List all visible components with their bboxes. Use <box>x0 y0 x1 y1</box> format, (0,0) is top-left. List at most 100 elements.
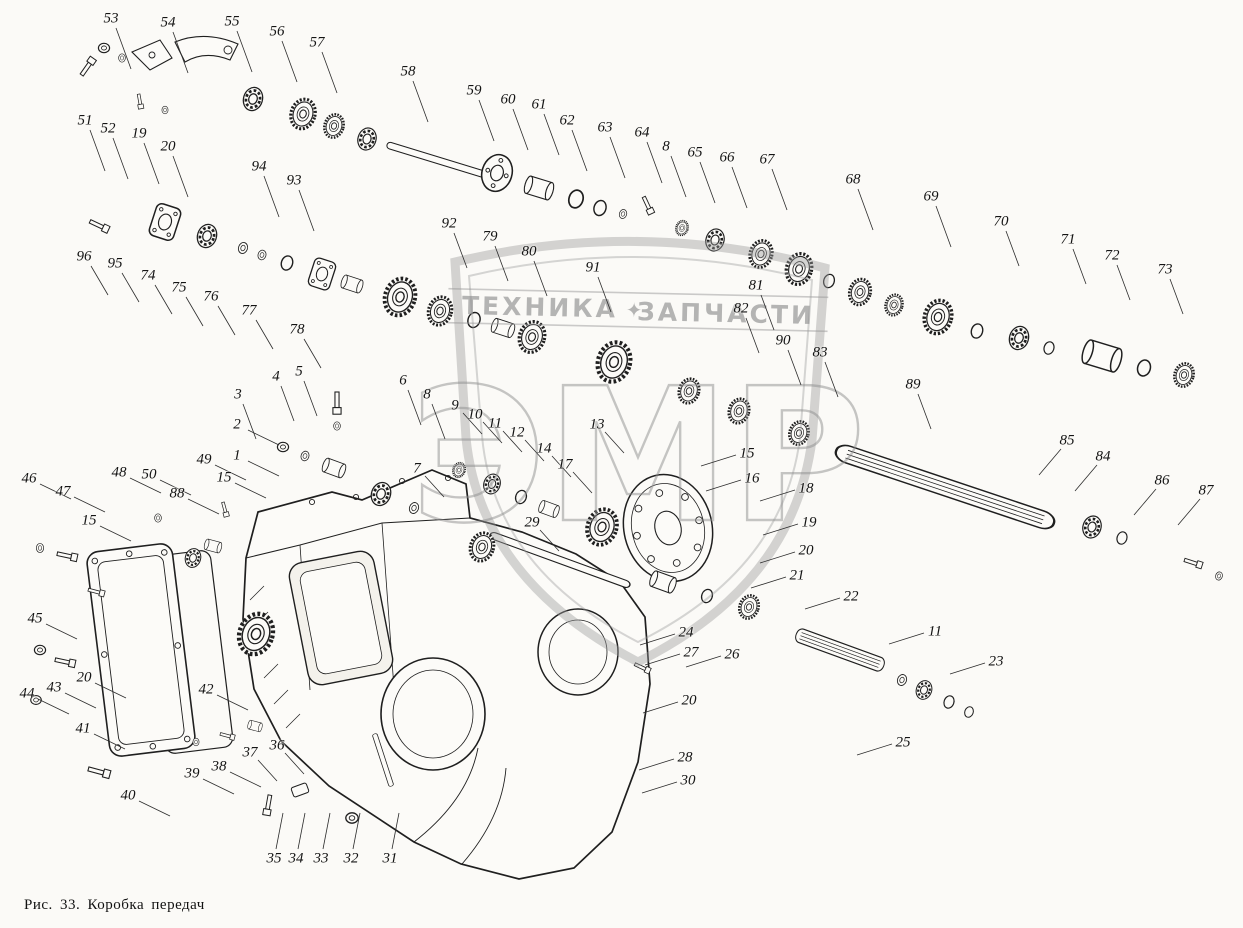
part-number-label: 4 <box>272 368 280 385</box>
part-number-label: 15 <box>739 445 755 462</box>
part-number-label: 92 <box>441 215 457 232</box>
part-number-label: 88 <box>169 485 185 502</box>
part-number-label: 51 <box>77 112 93 129</box>
part-number-label: 89 <box>905 376 921 393</box>
part-number-label: 56 <box>269 23 285 40</box>
part-number-label: 77 <box>241 302 257 319</box>
loose-hardware <box>30 501 359 824</box>
figure-caption: Рис. 33. Коробка передач <box>24 897 205 913</box>
part-number-label: 41 <box>75 720 91 737</box>
leader-line <box>352 812 361 850</box>
leader-line <box>297 812 306 850</box>
part-number-label: 5 <box>295 363 303 380</box>
part-number-label: 8 <box>423 386 431 403</box>
leader-line <box>89 129 106 172</box>
part-number-label: 11 <box>488 415 502 432</box>
part-number-label: 59 <box>466 82 482 99</box>
part-number-label: 20 <box>798 542 814 559</box>
part-number-label: 60 <box>500 91 516 108</box>
leader-line <box>185 296 204 327</box>
part-number-label: 17 <box>557 456 573 473</box>
part-number-label: 35 <box>266 850 282 867</box>
leader-line <box>1072 248 1087 285</box>
part-number-label: 36 <box>269 737 285 754</box>
leader-line <box>298 189 315 232</box>
leader-line <box>551 455 572 478</box>
shift-lever <box>131 39 173 71</box>
leader-line <box>771 168 788 211</box>
leader-line <box>247 460 280 477</box>
part-number-label: 67 <box>759 151 775 168</box>
leader-line <box>303 338 322 369</box>
leader-line <box>453 232 468 269</box>
part-number-label: 93 <box>286 172 302 189</box>
leader-line <box>759 489 796 502</box>
leader-line <box>138 800 171 817</box>
part-number-label: 33 <box>313 850 329 867</box>
leader-line <box>646 141 663 184</box>
part-number-label: 2 <box>233 416 241 433</box>
part-number-label: 20 <box>160 138 176 155</box>
part-number-label: 14 <box>536 440 552 457</box>
watermark-symbol-icon: ✦ <box>625 298 642 322</box>
leader-line <box>247 429 280 446</box>
housing-bore-front <box>380 657 486 771</box>
part-number-label: 9 <box>451 397 459 414</box>
part-number-label: 73 <box>1157 261 1173 278</box>
leader-line <box>462 412 483 435</box>
part-number-label: 21 <box>789 567 805 584</box>
part-number-label: 43 <box>46 679 62 696</box>
part-number-label: 71 <box>1060 231 1076 248</box>
shift-fork <box>174 35 239 63</box>
part-number-label: 40 <box>120 787 136 804</box>
part-number-label: 7 <box>413 460 421 477</box>
leader-line <box>216 694 249 711</box>
leader-line <box>45 623 78 640</box>
part-number-label: 1 <box>233 447 241 464</box>
leader-line <box>407 389 422 426</box>
part-number-label: 23 <box>988 653 1004 670</box>
leader-line <box>391 812 400 850</box>
leader-line <box>236 30 253 73</box>
part-number-label: 62 <box>559 112 575 129</box>
part-number-label: 34 <box>288 850 304 867</box>
leader-line <box>172 31 189 74</box>
watermark-shield <box>450 236 830 668</box>
part-number-label: 91 <box>585 259 601 276</box>
part-number-label: 63 <box>597 119 613 136</box>
part-number-label: 22 <box>843 588 859 605</box>
leader-line <box>1074 464 1098 492</box>
leader-line <box>214 464 247 481</box>
part-number-label: 82 <box>733 300 749 317</box>
part-number-label: 61 <box>531 96 547 113</box>
leader-line <box>37 698 70 715</box>
part-number-label: 53 <box>103 10 119 27</box>
leader-line <box>949 662 986 675</box>
leader-line <box>115 27 132 70</box>
part-number-label: 79 <box>482 228 498 245</box>
part-number-label: 47 <box>55 483 71 500</box>
leader-line <box>639 633 676 646</box>
leader-line <box>917 393 932 430</box>
leader-line <box>1133 488 1157 516</box>
leader-line <box>641 781 678 794</box>
part-number-label: 75 <box>171 279 187 296</box>
part-number-label: 16 <box>744 470 760 487</box>
part-number-label: 65 <box>687 144 703 161</box>
leader-line <box>202 778 235 795</box>
leader-line <box>129 477 162 494</box>
leader-line <box>1116 264 1131 301</box>
part-number-label: 48 <box>111 464 127 481</box>
leader-line <box>642 701 679 714</box>
leader-line <box>303 380 318 417</box>
watermark-word-left: ТЕХНИКА <box>462 291 619 324</box>
part-number-label: 45 <box>27 610 43 627</box>
part-number-label: 68 <box>845 171 861 188</box>
leader-line <box>935 205 952 248</box>
part-number-label: 49 <box>196 451 212 468</box>
part-number-label: 74 <box>140 267 156 284</box>
part-number-label: 3 <box>234 386 242 403</box>
part-number-label: 24 <box>678 624 694 641</box>
leader-line <box>281 40 298 83</box>
